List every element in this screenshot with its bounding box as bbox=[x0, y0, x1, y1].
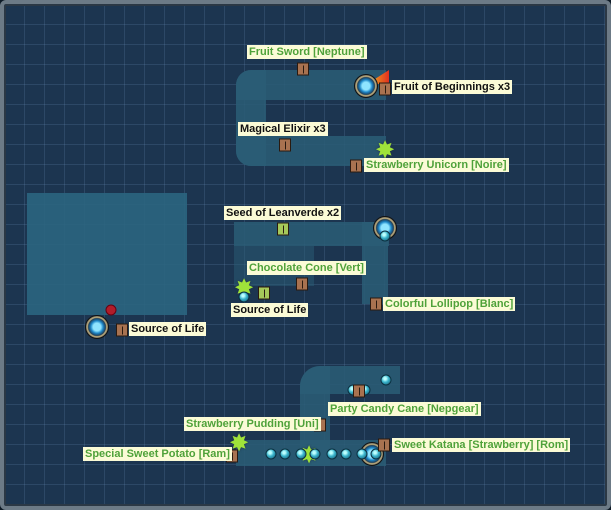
bubble-icon bbox=[279, 448, 291, 460]
bubble-icon bbox=[379, 230, 391, 242]
treasure-chest-icon[interactable] bbox=[279, 138, 291, 152]
enemy-star-icon: ✸ bbox=[374, 137, 396, 164]
bubble-icon bbox=[380, 374, 392, 386]
treasure-chest-icon[interactable] bbox=[297, 62, 309, 76]
item-label: Source of Life bbox=[231, 303, 309, 317]
bubble-icon bbox=[265, 448, 277, 460]
treasure-chest-icon[interactable] bbox=[277, 222, 289, 236]
item-label: Special Sweet Potato [Ram] bbox=[83, 447, 232, 461]
treasure-chest-icon[interactable] bbox=[379, 82, 391, 96]
item-label: Party Candy Cane [Nepgear] bbox=[328, 402, 481, 416]
treasure-chest-icon[interactable] bbox=[350, 159, 362, 173]
treasure-chest-icon[interactable] bbox=[370, 297, 382, 311]
bubble-icon bbox=[295, 448, 307, 460]
item-label: Fruit Sword [Neptune] bbox=[247, 45, 367, 59]
item-label: Strawberry Pudding [Uni] bbox=[184, 417, 321, 431]
bubble-icon bbox=[309, 448, 321, 460]
item-label: Sweet Katana [Strawberry] [Rom] bbox=[392, 438, 571, 452]
bubble-icon bbox=[238, 291, 250, 303]
item-label: Fruit of Beginnings x3 bbox=[392, 80, 513, 94]
item-label: Seed of Leanverde x2 bbox=[224, 206, 342, 220]
bubble-icon bbox=[340, 448, 352, 460]
bubble-icon bbox=[326, 448, 338, 460]
save-point-icon[interactable] bbox=[354, 74, 378, 98]
bubble-icon bbox=[370, 448, 382, 460]
item-label: Chocolate Cone [Vert] bbox=[247, 261, 366, 275]
treasure-chest-icon[interactable] bbox=[116, 323, 128, 337]
player-marker-icon bbox=[105, 304, 117, 316]
bubble-icon bbox=[356, 448, 368, 460]
item-label: Strawberry Unicorn [Noire] bbox=[364, 158, 509, 172]
item-label: Colorful Lollipop [Blanc] bbox=[383, 297, 516, 311]
item-label: Magical Elixir x3 bbox=[238, 122, 328, 136]
treasure-chest-icon[interactable] bbox=[258, 286, 270, 300]
item-label: Source of Life bbox=[129, 322, 207, 336]
treasure-chest-icon[interactable] bbox=[353, 384, 365, 398]
treasure-chest-icon[interactable] bbox=[296, 277, 308, 291]
room-area bbox=[27, 193, 187, 315]
save-point-icon[interactable] bbox=[85, 315, 109, 339]
treasure-chest-icon[interactable] bbox=[378, 438, 390, 452]
